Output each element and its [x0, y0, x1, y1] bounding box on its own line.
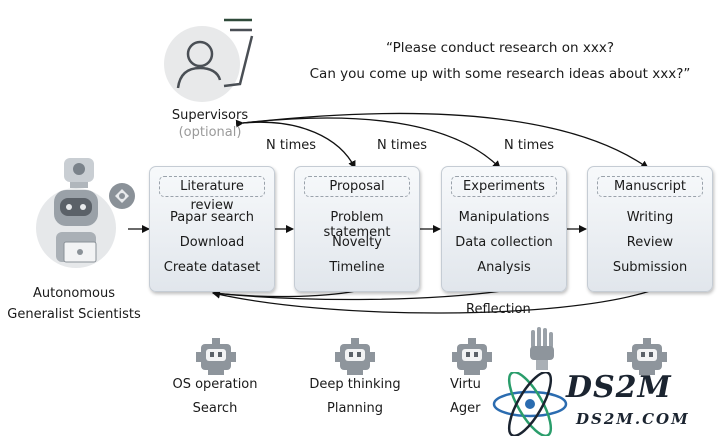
tool-label: Virtu [450, 377, 481, 392]
stage-item: Writing [626, 210, 674, 225]
robot-icon [196, 338, 236, 375]
supervisor-caption: Supervisors (optional) [150, 105, 270, 144]
stage-title: Experiments [451, 176, 557, 197]
robot-icon [627, 338, 667, 375]
stage-manuscript: Manuscript Writing Review Submission [587, 166, 713, 292]
robot-icon [335, 338, 375, 375]
watermark-brand: DS2M [566, 370, 672, 405]
stage-item: Analysis [477, 260, 531, 275]
tool-caption-thinking: Deep thinking Planning [300, 373, 410, 421]
tool-label: Deep thinking [309, 377, 401, 392]
stage-title: Proposal [304, 176, 410, 197]
stage-literature-review: Literature review Papar search Download … [149, 166, 275, 292]
prompt-quote-line-1: “Please conduct research on xxx? [386, 40, 614, 56]
tool-label: Search [192, 401, 238, 416]
supervisor-optional-label: (optional) [178, 125, 242, 140]
stage-title: Manuscript [597, 176, 703, 197]
tool-label: OS operation [172, 377, 258, 392]
agent-label-line-2: Generalist Scientists [7, 307, 141, 322]
robot-hand-icon [530, 327, 554, 370]
stage-item: Novelty [332, 235, 382, 250]
stage-item: Download [179, 235, 245, 250]
stage-item: Timeline [329, 260, 385, 275]
prompt-quote-line-2: Can you come up with some research ideas… [309, 66, 691, 82]
tool-label: Ager [450, 401, 481, 416]
stage-item: Data collection [455, 235, 553, 250]
n-times-label-manuscript: N times [504, 138, 555, 153]
agent-label-line-1: Autonomous [32, 286, 115, 301]
robot-icon [452, 338, 492, 375]
arrow-supervisor-manuscript [242, 112, 649, 169]
arrow-supervisor-proposal [235, 119, 356, 169]
watermark-url: DS2M.COM [576, 410, 690, 428]
tool-label: Planning [327, 401, 383, 416]
stage-item: Problem statement [323, 210, 391, 240]
stage-item: Submission [612, 260, 688, 275]
tool-caption-virtual: Virtu Ager [450, 373, 481, 421]
atom-logo-icon [492, 372, 568, 436]
supervisor-label: Supervisors [171, 108, 249, 123]
robot-scientist-icon [36, 158, 135, 268]
supervisor-person-icon [164, 18, 254, 102]
arrow-reflection-manuscript [212, 290, 651, 314]
stage-experiments: Experiments Manipulations Data collectio… [441, 166, 567, 292]
stage-proposal: Proposal Problem statement Novelty Timel… [294, 166, 420, 292]
arrow-supervisor-experiments [242, 117, 501, 169]
agent-caption: Autonomous Generalist Scientists [4, 283, 144, 325]
n-times-label-proposal: N times [266, 138, 317, 153]
stage-item: Manipulations [458, 210, 550, 225]
stage-item: Review [626, 235, 674, 250]
tool-caption-os: OS operation Search [160, 373, 270, 421]
n-times-label-experiments: N times [377, 138, 428, 153]
stage-item: Create dataset [163, 260, 261, 275]
stage-item: Papar search [169, 210, 255, 225]
arrow-reflection-experiments [212, 289, 503, 301]
stage-title: Literature review [159, 176, 265, 213]
reflection-label: Reflection [466, 302, 531, 317]
